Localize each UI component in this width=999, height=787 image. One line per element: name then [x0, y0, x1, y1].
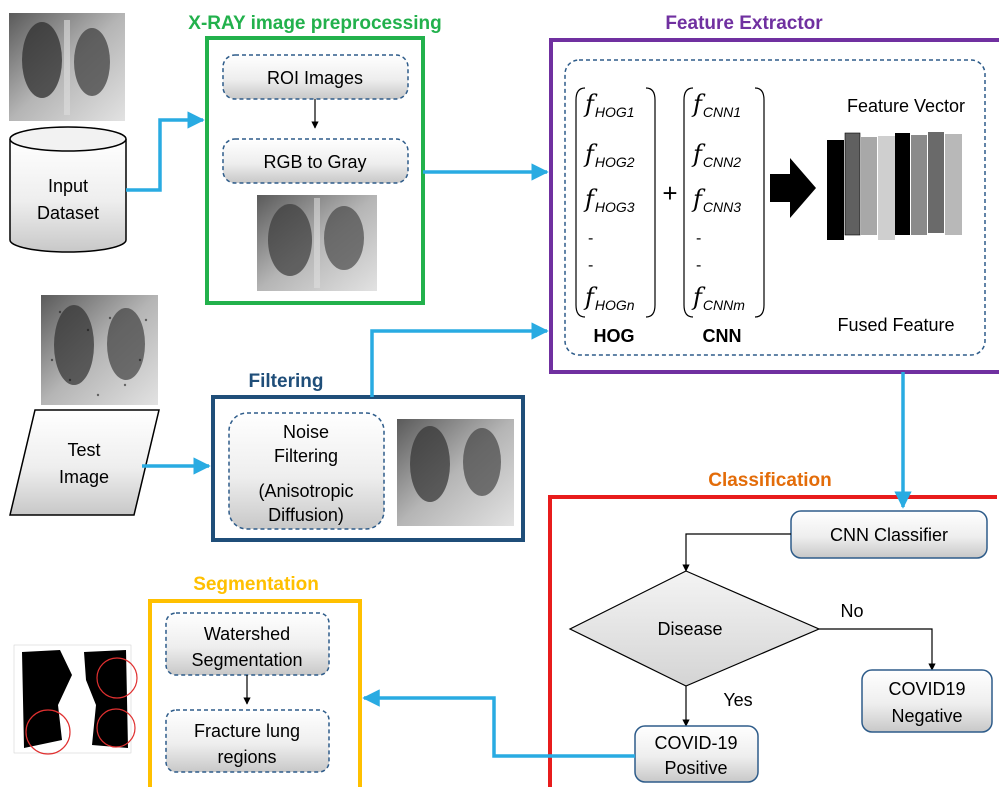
- covid-negative-node: COVID19 Negative: [861, 669, 993, 733]
- cnn-bracket-left: [683, 87, 694, 318]
- cnn-vector: fCNN1 fCNN2 fCNN3 - - fCNNm: [683, 87, 765, 318]
- fused-feature-label: Fused Feature: [837, 315, 954, 335]
- hog-term-2: fHOG2: [583, 140, 635, 170]
- hog-vector: fHOG1 fHOG2 fHOG3 - - fHOGn: [575, 87, 656, 318]
- filtering-title: Filtering: [249, 371, 324, 392]
- rgb-to-gray-node: RGB to Gray: [222, 138, 409, 184]
- test-image-label-1: Test: [67, 440, 100, 460]
- feature-extractor-title: Feature Extractor: [665, 13, 823, 34]
- xray-thumbnail-gray: [257, 195, 377, 291]
- cnn-classifier-label: CNN Classifier: [830, 525, 948, 545]
- hog-term-3: fHOG3: [583, 185, 635, 215]
- plus-sign: +: [662, 178, 677, 208]
- segmentation-frame: [148, 599, 362, 787]
- watershed-line-2: Segmentation: [191, 650, 302, 670]
- covid-positive-line-1: COVID-19: [654, 733, 737, 753]
- feature-vector-bars: [827, 132, 962, 240]
- fracture-line-1: Fracture lung: [194, 721, 300, 741]
- feature-inner-box: [564, 59, 986, 356]
- preprocessing-title: X-RAY image preprocessing: [188, 13, 441, 34]
- hog-term-5: -: [588, 257, 593, 274]
- fusion-arrow-icon: [770, 158, 816, 218]
- rgb-to-gray-label: RGB to Gray: [263, 152, 366, 172]
- roi-images-label: ROI Images: [267, 68, 363, 88]
- roi-images-node: ROI Images: [222, 54, 409, 100]
- noise-filtering-line-1: Noise: [283, 422, 329, 442]
- fracture-line-2: regions: [217, 747, 276, 767]
- covid-negative-line-2: Negative: [891, 706, 962, 726]
- arrow-positive-to-segmentation: [362, 689, 635, 758]
- cnn-term-3: fCNN3: [691, 185, 741, 215]
- cnn-bracket-right: [754, 87, 765, 318]
- segmentation-title: Segmentation: [193, 574, 319, 595]
- arrow-no-branch: [819, 628, 936, 671]
- cnn-term-2: fCNN2: [691, 140, 741, 170]
- hog-term-1: fHOG1: [583, 90, 635, 120]
- hog-label: HOG: [593, 326, 634, 346]
- noise-filtering-node: Noise Filtering (Anisotropic Diffusion): [228, 412, 385, 530]
- cnn-term-4: -: [696, 230, 701, 247]
- no-branch-label: No: [840, 601, 863, 621]
- cnn-term-1: fCNN1: [691, 90, 741, 120]
- cnn-term-6: fCNNm: [691, 283, 745, 313]
- hog-bracket-left: [575, 87, 586, 318]
- classification-frame: [548, 495, 997, 787]
- feature-vector-title: Feature Vector: [847, 96, 965, 116]
- arrow-filtering-to-features: [370, 322, 549, 397]
- disease-label: Disease: [657, 619, 722, 639]
- xray-thumbnail-dataset: [9, 13, 125, 121]
- covid-positive-line-2: Positive: [664, 758, 727, 778]
- arrow-dataset-to-preprocessing: [126, 111, 205, 192]
- blue-connectors: [126, 111, 912, 758]
- yes-branch-label: Yes: [723, 690, 752, 710]
- segmentation-mask-image: [13, 644, 138, 755]
- input-dataset-label-2: Dataset: [37, 203, 99, 223]
- watershed-node: Watershed Segmentation: [165, 612, 330, 676]
- disease-decision-diamond: Disease: [568, 570, 821, 687]
- feature-extractor-frame: [549, 38, 999, 374]
- xray-thumbnail-test: [41, 295, 158, 405]
- noise-filtering-line-3: (Anisotropic: [258, 481, 353, 501]
- watershed-line-1: Watershed: [204, 624, 290, 644]
- noise-filtering-line-4: Diffusion): [268, 505, 344, 525]
- classification-title: Classification: [708, 470, 832, 491]
- test-image-parallelogram: Test Image: [9, 409, 160, 516]
- fracture-node: Fracture lung regions: [165, 709, 330, 773]
- test-image-label-2: Image: [59, 467, 109, 487]
- cnn-term-5: -: [696, 257, 701, 274]
- hog-bracket-right: [645, 87, 656, 318]
- cnn-label: CNN: [703, 326, 742, 346]
- covid-negative-line-1: COVID19: [888, 679, 965, 699]
- input-dataset-label-1: Input: [48, 176, 88, 196]
- arrow-classifier-to-decision: [682, 533, 791, 572]
- filtering-frame: [211, 395, 525, 542]
- hog-term-4: -: [588, 230, 593, 247]
- covid-positive-node: COVID-19 Positive: [634, 725, 759, 783]
- cnn-classifier-node: CNN Classifier: [790, 510, 988, 559]
- xray-thumbnail-filtered: [397, 419, 514, 526]
- noise-filtering-line-2: Filtering: [274, 446, 338, 466]
- hog-term-6: fHOGn: [583, 283, 635, 313]
- input-dataset-cylinder: Input Dataset: [9, 126, 127, 253]
